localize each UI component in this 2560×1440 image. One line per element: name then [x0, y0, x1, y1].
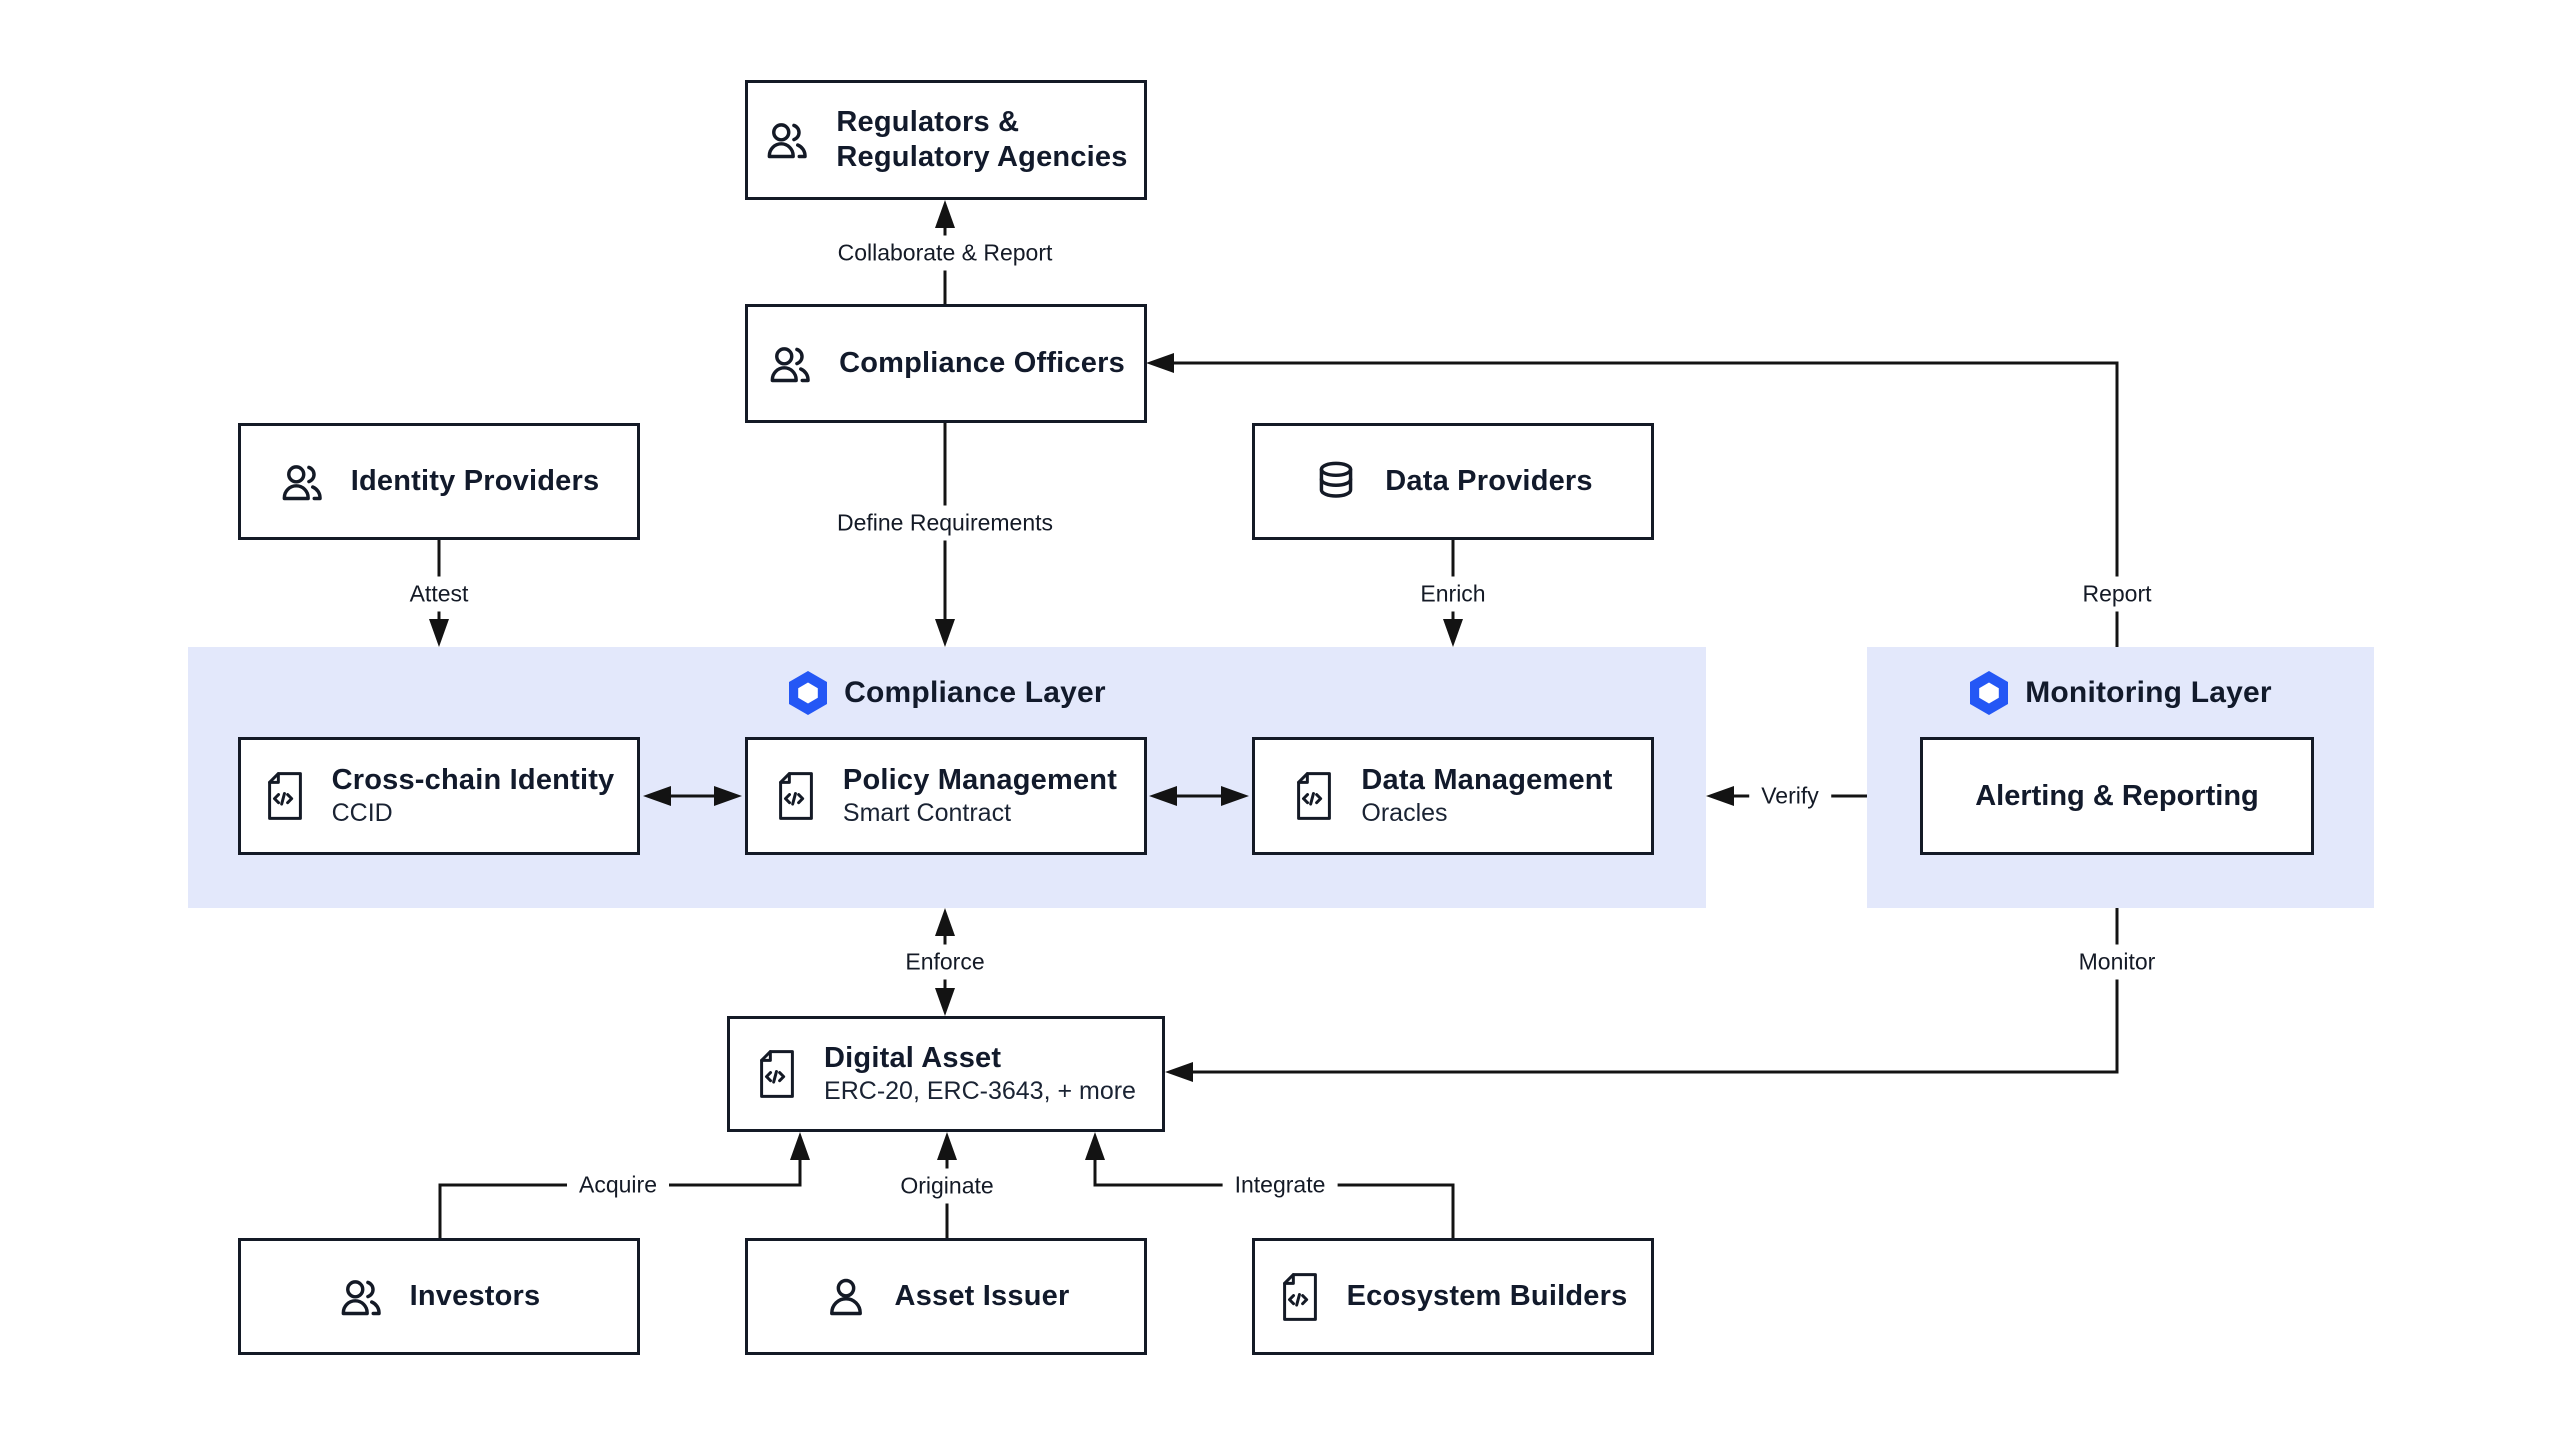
node-data-providers: Data Providers	[1252, 423, 1654, 540]
node-title: Identity Providers	[350, 465, 600, 497]
node-title: Ecosystem Builders	[1346, 1280, 1628, 1312]
node-policy-management: Policy Management Smart Contract	[745, 737, 1147, 855]
database-icon	[1313, 459, 1359, 505]
node-title: Asset Issuer	[894, 1280, 1070, 1312]
node-subtitle: Smart Contract	[842, 799, 1012, 827]
compliance-layer-title: Compliance Layer	[844, 676, 1106, 709]
node-title: Cross-chain Identity	[331, 764, 615, 796]
contract-icon	[1279, 1272, 1321, 1322]
node-title: Investors	[409, 1280, 541, 1312]
contract-icon	[775, 771, 817, 821]
edge-label-report: Report	[2070, 576, 2164, 612]
edge-label-define: Define Requirements	[824, 505, 1066, 541]
node-title: Regulatory Agencies	[836, 141, 1128, 173]
node-title: Digital Asset	[824, 1042, 1002, 1074]
node-subtitle: CCID	[331, 799, 393, 827]
connector-report	[1152, 361, 2119, 647]
people-icon	[767, 341, 813, 387]
edge-label-attest: Attest	[397, 576, 481, 612]
node-subtitle: Oracles	[1361, 799, 1448, 827]
node-title: Data Management	[1361, 764, 1613, 796]
node-data-management: Data Management Oracles	[1252, 737, 1654, 855]
node-title: Compliance Officers	[839, 347, 1125, 379]
monitoring-layer-header: Monitoring Layer	[1867, 671, 2374, 715]
edge-label-integrate: Integrate	[1222, 1167, 1338, 1203]
node-cross-chain-identity: Cross-chain Identity CCID	[238, 737, 640, 855]
compliance-layer-header: Compliance Layer	[188, 671, 1706, 715]
node-identity-providers: Identity Providers	[238, 423, 640, 540]
connector-monitor	[1171, 908, 2119, 1074]
people-icon	[764, 117, 810, 163]
edge-label-acquire: Acquire	[567, 1167, 669, 1203]
node-regulators: Regulators & Regulatory Agencies	[745, 80, 1147, 200]
people-icon	[338, 1274, 384, 1320]
node-compliance-officers: Compliance Officers	[745, 304, 1147, 423]
person-icon	[823, 1274, 869, 1320]
node-subtitle: ERC-20, ERC-3643, + more	[824, 1077, 1136, 1105]
edge-label-enforce: Enforce	[893, 944, 997, 980]
edge-label-monitor: Monitor	[2066, 944, 2168, 980]
contract-icon	[756, 1049, 798, 1099]
node-title: Data Providers	[1385, 465, 1593, 497]
edge-label-originate: Originate	[888, 1168, 1006, 1204]
contract-icon	[1293, 771, 1335, 821]
node-title: Alerting & Reporting	[1975, 779, 2259, 812]
people-icon	[279, 459, 325, 505]
monitoring-layer-title: Monitoring Layer	[2025, 676, 2272, 709]
node-ecosystem-builders: Ecosystem Builders	[1252, 1238, 1654, 1355]
node-asset-issuer: Asset Issuer	[745, 1238, 1147, 1355]
chainlink-hexagon-icon	[1969, 671, 2009, 715]
contract-icon	[264, 771, 306, 821]
edge-label-collaborate: Collaborate & Report	[825, 235, 1065, 271]
edge-label-enrich: Enrich	[1408, 576, 1498, 612]
node-title: Regulators &	[836, 106, 1020, 138]
node-investors: Investors	[238, 1238, 640, 1355]
chainlink-hexagon-icon	[788, 671, 828, 715]
node-digital-asset: Digital Asset ERC-20, ERC-3643, + more	[727, 1016, 1165, 1132]
node-title: Policy Management	[842, 764, 1118, 796]
node-alerting-reporting: Alerting & Reporting	[1920, 737, 2314, 855]
edge-label-verify: Verify	[1749, 778, 1831, 814]
arrowheads	[429, 200, 1734, 1160]
